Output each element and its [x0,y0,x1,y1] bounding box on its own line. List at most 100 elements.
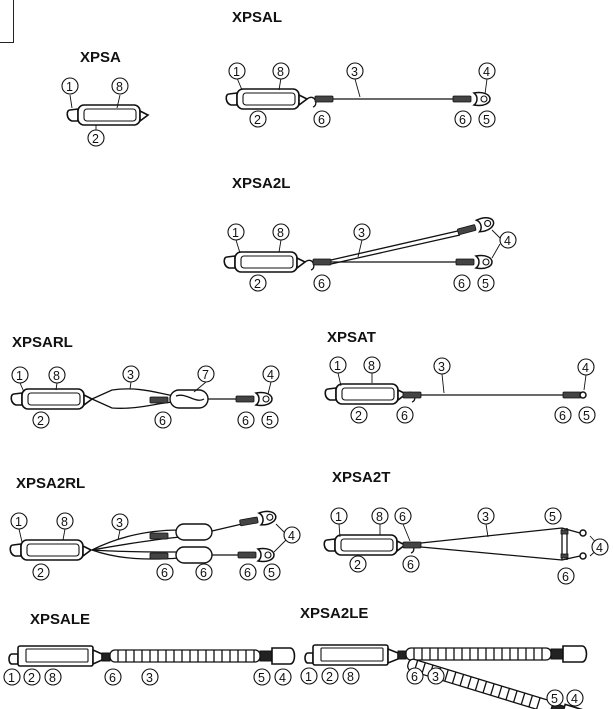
svg-text:6: 6 [559,409,566,423]
svg-text:4: 4 [571,692,578,706]
svg-text:1: 1 [66,80,73,94]
callout-5: 5 [477,274,495,292]
svg-text:2: 2 [37,414,44,428]
svg-text:1: 1 [334,359,341,373]
svg-text:6: 6 [159,414,166,428]
title-xpsale: XPSALE [30,611,90,628]
callout-3: 3 [477,507,495,525]
svg-text:4: 4 [483,65,490,79]
svg-text:1: 1 [233,65,240,79]
svg-text:7: 7 [202,368,209,382]
callout-4: 4 [591,538,609,556]
frame-corner-mark [0,0,14,43]
svg-text:2: 2 [355,409,362,423]
svg-text:6: 6 [562,570,569,584]
svg-text:4: 4 [267,368,274,382]
svg-text:2: 2 [92,132,99,146]
callout-3: 3 [141,668,159,686]
svg-text:3: 3 [438,360,445,374]
callout-2: 2 [87,129,105,147]
model-xpsat: XPSAT 1 8 3 4 2 6 6 5 [325,329,596,424]
svg-text:1: 1 [305,670,312,684]
callout-1: 1 [329,356,347,374]
callout-6: 6 [454,110,472,128]
callout-5: 5 [546,689,564,707]
callout-2: 2 [350,406,368,424]
callout-1: 1 [227,223,245,241]
callout-3: 3 [433,357,451,375]
svg-text:3: 3 [432,670,439,684]
svg-text:2: 2 [28,671,35,685]
svg-text:6: 6 [318,113,325,127]
svg-text:6: 6 [244,566,251,580]
title-xpsarl: XPSARL [12,334,73,351]
svg-text:6: 6 [399,510,406,524]
title-xpsa2t: XPSA2T [332,469,390,486]
svg-text:5: 5 [258,671,265,685]
callout-2: 2 [249,110,267,128]
callout-2: 2 [32,411,50,429]
callout-3: 3 [353,223,371,241]
callout-1: 1 [330,507,348,525]
model-xpsal: XPSAL 1 8 3 4 2 6 6 5 [226,9,496,128]
svg-text:1: 1 [232,226,239,240]
svg-text:8: 8 [61,515,68,529]
callout-6: 6 [195,563,213,581]
callout-1: 1 [228,62,246,80]
svg-text:6: 6 [161,566,168,580]
callout-6: 6 [313,274,331,292]
svg-text:1: 1 [16,369,23,383]
xpsa2le-elastic-upper [405,647,552,661]
model-xpsa: XPSA 1 8 2 [61,49,149,147]
xpsale-elastic [109,649,261,663]
callout-6: 6 [154,411,172,429]
callout-8: 8 [342,667,360,685]
callout-6: 6 [557,567,575,585]
callout-4: 4 [274,668,292,686]
callout-4: 4 [283,526,301,544]
callout-4: 4 [566,689,584,707]
svg-text:6: 6 [411,670,418,684]
svg-text:3: 3 [127,368,134,382]
callout-5: 5 [263,563,281,581]
svg-text:6: 6 [242,414,249,428]
svg-text:1: 1 [8,671,15,685]
xpsa-absorber [66,104,149,126]
callout-6: 6 [453,274,471,292]
svg-text:4: 4 [596,541,603,555]
svg-text:6: 6 [407,558,414,572]
svg-text:2: 2 [254,277,261,291]
callout-5: 5 [261,411,279,429]
svg-text:8: 8 [277,65,284,79]
callout-2: 2 [23,668,41,686]
callout-8: 8 [56,512,74,530]
callout-6: 6 [239,563,257,581]
model-xpsa2l: XPSA2L 1 8 3 4 2 6 6 5 [224,175,517,292]
svg-text:8: 8 [49,671,56,685]
model-xpsarl: XPSARL 1 8 3 7 4 2 6 6 5 [10,334,280,429]
callout-8: 8 [272,62,290,80]
svg-text:3: 3 [358,226,365,240]
svg-text:5: 5 [266,414,273,428]
svg-text:3: 3 [146,671,153,685]
svg-text:4: 4 [279,671,286,685]
svg-text:6: 6 [109,671,116,685]
svg-text:5: 5 [482,277,489,291]
title-xpsal: XPSAL [232,9,282,26]
title-xpsa2le: XPSA2LE [300,605,368,622]
callout-2: 2 [321,667,339,685]
svg-text:2: 2 [354,558,361,572]
callout-3: 3 [111,513,129,531]
svg-text:5: 5 [583,409,590,423]
svg-text:6: 6 [458,277,465,291]
model-xpsa2le: XPSA2LE [300,605,588,709]
svg-text:6: 6 [459,113,466,127]
callout-6: 6 [156,563,174,581]
callout-5: 5 [544,507,562,525]
callout-8: 8 [272,223,290,241]
callout-4: 4 [577,358,595,376]
callout-3: 3 [346,62,364,80]
callout-2: 2 [32,563,50,581]
svg-text:1: 1 [15,515,22,529]
